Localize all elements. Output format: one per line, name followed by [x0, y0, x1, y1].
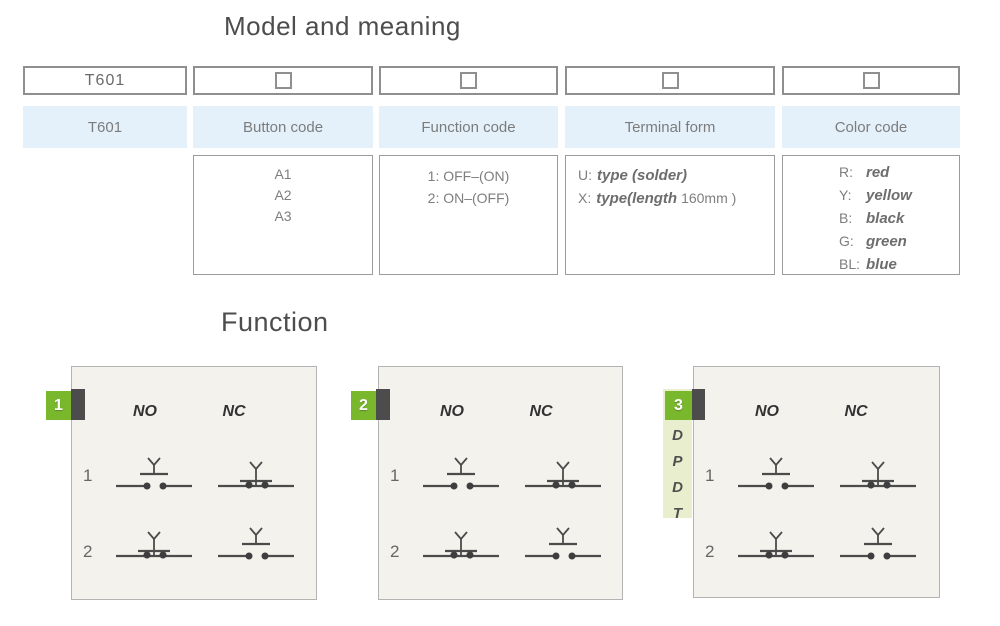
pole-row-label: 1 [705, 466, 715, 485]
model-title: Model and meaning [224, 11, 461, 41]
color-value: yellow [866, 187, 912, 204]
no-column-label: NO [440, 403, 464, 420]
color-code-item: BL: blue [839, 253, 959, 276]
checkbox-icon [460, 72, 477, 89]
checkbox-icon [661, 72, 679, 89]
terminal-prefix: X: [578, 190, 592, 206]
switch-symbol-nc [838, 455, 918, 493]
pole-row-label: 1 [390, 466, 400, 485]
terminal-form-item: U: type (solder) [578, 164, 774, 187]
color-prefix: G: [839, 233, 854, 249]
nc-column-label: NC [222, 403, 246, 420]
no-column-label: NO [755, 403, 779, 420]
button-code-cell: A1 A2 A3 [193, 155, 373, 275]
switch-symbol-no [736, 455, 816, 493]
header-label: Color code [834, 118, 908, 136]
switch-symbol-no [114, 455, 194, 493]
button-code-item: A3 [274, 208, 292, 224]
switch-symbol-nc [838, 525, 918, 563]
header-cell-terminal-form: Terminal form [565, 106, 775, 148]
switch-symbol-nc [523, 455, 603, 493]
function-code-cell: 1: OFF–(ON) 2: ON–(OFF) [379, 155, 558, 275]
header-label: Function code [421, 118, 516, 136]
model-code-text: T601 [84, 71, 126, 89]
color-code-item: B: black [839, 207, 959, 230]
terminal-prefix: U: [578, 167, 592, 183]
code-slot-color [782, 66, 960, 95]
switch-symbol-no [114, 525, 194, 563]
switch-symbol-no [421, 525, 501, 563]
header-label: Terminal form [624, 118, 716, 136]
switch-symbol-no [421, 455, 501, 493]
color-prefix: BL: [839, 256, 861, 272]
color-code-item: R: red [839, 161, 959, 184]
button-code-item: A2 [274, 187, 292, 203]
header-cell-model: T601 [23, 106, 187, 148]
terminal-styled: type (solder) [597, 167, 688, 184]
function-panel-3: NO NC 1 2 [693, 366, 940, 598]
switch-symbol-no [736, 525, 816, 563]
color-prefix: B: [839, 210, 853, 226]
color-value: black [866, 210, 905, 227]
dpdt-letter: D [672, 427, 683, 444]
nc-column-label: NC [529, 403, 553, 420]
color-code-item: Y: yellow [839, 184, 959, 207]
header-cell-button-code: Button code [193, 106, 373, 148]
code-slot-function [379, 66, 558, 95]
code-slot-button [193, 66, 373, 95]
header-cell-color-code: Color code [782, 106, 960, 148]
pole-row-label: 1 [83, 466, 93, 485]
switch-symbol-nc [216, 455, 296, 493]
pole-row-label: 2 [390, 542, 400, 561]
pole-row-label: 2 [83, 542, 93, 561]
nc-column-label: NC [844, 403, 868, 420]
function-code-item: 1: OFF–(ON) [427, 168, 510, 184]
header-cell-function-code: Function code [379, 106, 558, 148]
header-label: Button code [242, 118, 324, 136]
panel-badge-tab [376, 389, 390, 420]
no-column-label: NO [133, 403, 157, 420]
function-panel-1: NO NC 1 2 [71, 366, 317, 600]
model-code-box: T601 [23, 66, 187, 95]
button-code-item: A1 [274, 166, 292, 182]
header-label: T601 [87, 118, 123, 136]
panel-number-badge: 3 [665, 391, 692, 420]
panel-badge-tab [692, 389, 705, 420]
terminal-styled: type(length [596, 190, 678, 207]
color-value: blue [866, 256, 897, 273]
function-title: Function [221, 307, 329, 337]
function-code-item: 2: ON–(OFF) [427, 190, 510, 206]
checkbox-icon [274, 72, 292, 89]
color-value: red [866, 164, 890, 181]
switch-symbol-nc [216, 525, 296, 563]
color-value: green [866, 233, 907, 250]
pole-row-label: 2 [705, 542, 715, 561]
dpdt-letter: P [672, 453, 683, 470]
color-code-cell: R: red Y: yellow B: black G: green BL: blue [782, 155, 960, 275]
checkbox-icon [862, 72, 880, 89]
switch-symbol-nc [523, 525, 603, 563]
color-code-item: G: green [839, 230, 959, 253]
panel-badge-tab [71, 389, 85, 420]
code-slot-terminal [565, 66, 775, 95]
panel-number-badge: 2 [351, 391, 376, 420]
panel-number-badge: 1 [46, 391, 71, 420]
terminal-suffix: 160mm ) [681, 190, 737, 206]
color-prefix: R: [839, 164, 853, 180]
dpdt-letter: T [672, 505, 683, 522]
dpdt-letter: D [672, 479, 683, 496]
color-prefix: Y: [839, 187, 852, 203]
function-panel-2: NO NC 1 2 [378, 366, 623, 600]
